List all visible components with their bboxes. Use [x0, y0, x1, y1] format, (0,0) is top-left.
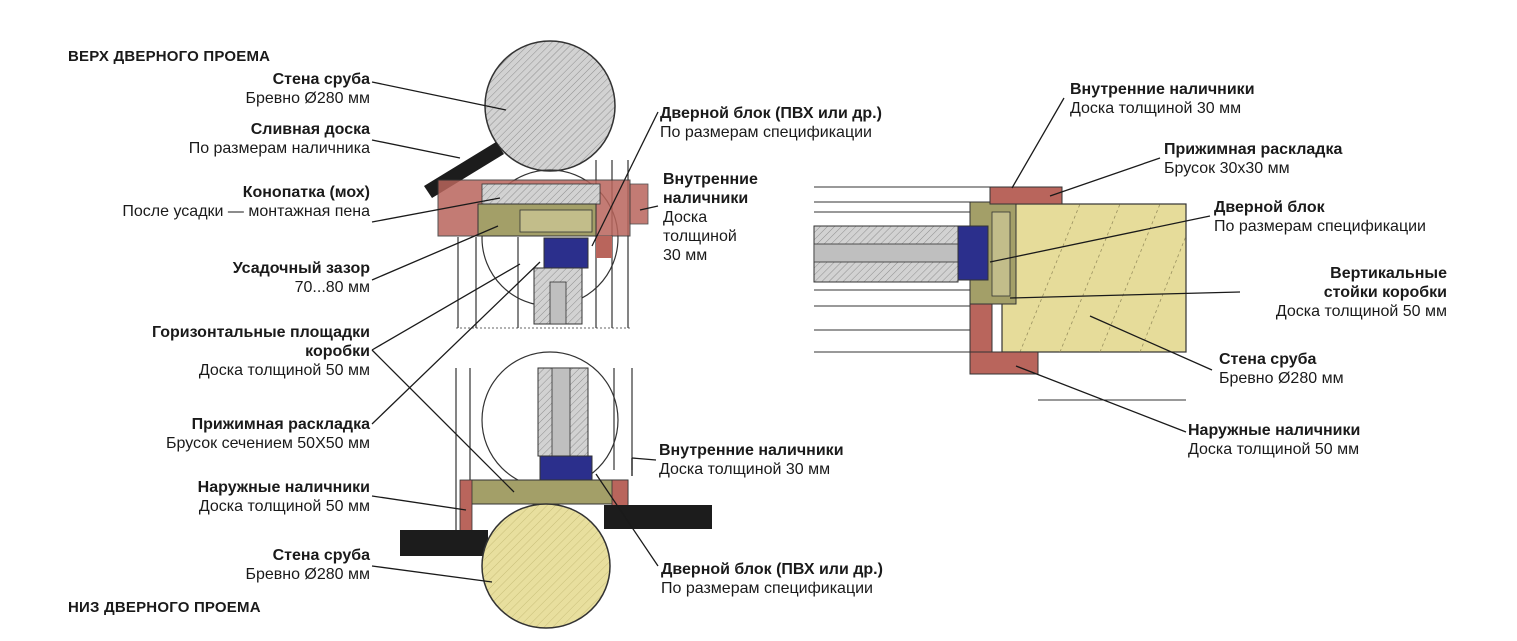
label-wall-top: Стена сруба Бревно Ø280 мм — [245, 70, 370, 108]
label-clamp-strip-mid: Прижимная раскладка Брусок сечением 50Х5… — [166, 415, 370, 453]
floor-board-left — [400, 530, 488, 556]
inner-trim-top-strip — [629, 183, 649, 225]
label-side-clamp-strip: Прижимная раскладка Брусок 30х30 мм — [1164, 140, 1342, 178]
side-door-block-desc: По размерам спецификации — [1214, 218, 1426, 235]
side-clamp-strip-desc: Брусок 30х30 мм — [1164, 160, 1290, 177]
heading-bottom: НИЗ ДВЕРНОГО ПРОЕМА — [68, 599, 261, 616]
label-drip-board: Сливная доска По размерам наличника — [189, 120, 370, 158]
wall-top-title: Стена сруба — [272, 71, 370, 88]
side-vertical-post-inner — [991, 211, 1011, 297]
label-outer-trim-bottom: Наружные наличники Доска толщиной 50 мм — [198, 478, 370, 516]
frame-pad-bottom — [469, 479, 629, 505]
caulk-title: Конопатка (мох) — [242, 184, 370, 201]
label-inner-trim-bottom: Внутренние наличники Доска толщиной 30 м… — [659, 441, 844, 479]
lower-log-bottom — [481, 503, 611, 629]
outer-trim-bottom — [459, 479, 473, 533]
horizontal-pads-desc: Доска толщиной 50 мм — [198, 362, 370, 379]
side-inner-trim-desc: Доска толщиной 30 мм — [1070, 100, 1242, 117]
label-horizontal-pads: Горизонтальные площадки коробки Доска то… — [152, 323, 370, 380]
inner-trim-bottom-desc: Доска толщиной 30 мм — [659, 461, 831, 478]
side-vertical-posts-title-2: стойки коробки — [1323, 284, 1447, 301]
clamp-strip-mid-desc: Брусок сечением 50Х50 мм — [166, 435, 370, 452]
caulk-desc: После усадки — монтажная пена — [122, 203, 370, 220]
label-wall-bottom: Стена сруба Бревно Ø280 мм — [245, 546, 370, 584]
upper-log-top — [484, 40, 616, 172]
inner-trim-top-piece — [596, 236, 612, 258]
side-clamp-strip-title: Прижимная раскладка — [1164, 141, 1343, 158]
clamp-strip-mid-title: Прижимная раскладка — [191, 416, 370, 433]
drip-board-title: Сливная доска — [250, 121, 370, 138]
side-section-drawing — [813, 186, 1187, 401]
label-side-wall: Стена сруба Бревно Ø280 мм — [1219, 350, 1344, 388]
label-shrink-gap: Усадочный зазор 70...80 мм — [233, 259, 370, 297]
heading-top: ВЕРХ ДВЕРНОГО ПРОЕМА — [68, 48, 271, 65]
side-door-block — [957, 225, 989, 281]
horizontal-pads-title-2: коробки — [305, 343, 370, 360]
wall-bottom-desc: Бревно Ø280 мм — [245, 566, 370, 583]
horizontal-pads-title-1: Горизонтальные площадки — [151, 324, 370, 341]
drip-board-desc: По размерам наличника — [188, 140, 370, 157]
inner-trim-top-desc-2: толщиной — [663, 228, 737, 245]
leader-lines — [371, 81, 1241, 583]
wall-top-desc: Бревно Ø280 мм — [245, 90, 370, 107]
shrink-gap-desc: 70...80 мм — [294, 279, 370, 296]
door-block-top — [543, 237, 589, 269]
frame-inner-top — [519, 209, 593, 233]
side-outer-trim-desc: Доска толщиной 50 мм — [1188, 441, 1360, 458]
caulk-strip — [481, 183, 601, 205]
inner-trim-top-title-2: наличники — [663, 190, 749, 207]
side-wall-lines — [814, 186, 1186, 401]
door-leaf-top-inner — [549, 281, 567, 325]
door-block-bottom — [539, 455, 593, 481]
inner-trim-top-desc-3: 30 мм — [663, 247, 708, 264]
label-side-vertical-posts: Вертикальные стойки коробки Доска толщин… — [1276, 264, 1447, 321]
inner-trim-top-title-1: Внутренние — [663, 171, 758, 188]
outer-trim-bottom-desc: Доска толщиной 50 мм — [198, 498, 370, 515]
side-vertical-posts-desc: Доска толщиной 50 мм — [1275, 303, 1447, 320]
door-block-top-title: Дверной блок (ПВХ или др.) — [660, 105, 882, 122]
side-vertical-posts-title-1: Вертикальные — [1330, 265, 1447, 282]
wall-bottom-title: Стена сруба — [272, 547, 370, 564]
inner-trim-bottom-title: Внутренние наличники — [659, 442, 844, 459]
label-side-inner-trim: Внутренние наличники Доска толщиной 30 м… — [1070, 80, 1255, 118]
side-inner-trim-title: Внутренние наличники — [1070, 81, 1255, 98]
door-block-bottom-desc: По размерам спецификации — [661, 580, 873, 597]
door-block-bottom-title: Дверной блок (ПВХ или др.) — [661, 561, 883, 578]
side-wall-log — [1001, 203, 1187, 353]
side-door-block-title: Дверной блок — [1214, 199, 1325, 216]
label-door-block-top: Дверной блок (ПВХ или др.) По размерам с… — [660, 104, 882, 142]
side-door-leaf-inner — [813, 243, 959, 263]
label-door-block-bottom: Дверной блок (ПВХ или др.) По размерам с… — [661, 560, 883, 598]
side-clamp-strip — [989, 186, 1063, 205]
outer-trim-bottom-title: Наружные наличники — [197, 479, 370, 496]
door-block-top-desc: По размерам спецификации — [660, 124, 872, 141]
label-side-door-block: Дверной блок По размерам спецификации — [1214, 198, 1426, 236]
side-outer-trim-title: Наружные наличники — [1188, 422, 1361, 439]
side-wall-title: Стена сруба — [1219, 351, 1317, 368]
top-section-drawing — [424, 40, 649, 329]
side-wall-desc: Бревно Ø280 мм — [1219, 370, 1344, 387]
label-caulk: Конопатка (мох) После усадки — монтажная… — [122, 183, 370, 221]
bottom-section-drawing — [400, 351, 712, 629]
inner-trim-top-desc-1: Доска — [663, 209, 708, 226]
label-side-outer-trim: Наружные наличники Доска толщиной 50 мм — [1188, 421, 1360, 459]
door-leaf-bottom-inner — [551, 367, 571, 457]
floor-board-right — [604, 505, 712, 529]
shrink-gap-title: Усадочный зазор — [232, 260, 370, 277]
label-inner-trim-top: Внутренние наличники Доска толщиной 30 м… — [663, 170, 758, 265]
